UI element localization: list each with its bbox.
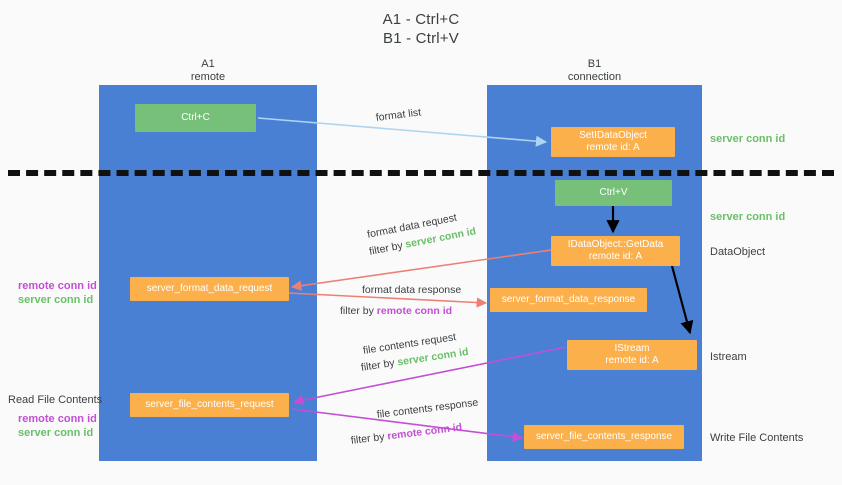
node-idataobject-getdata-sub: remote id: A [588,251,643,262]
column-a1-name: A1 [201,58,215,70]
column-header-b1: B1 connection [487,58,702,84]
column-header-a1: A1 remote [99,58,317,84]
filter-key-remote-conn-id: remote conn id [376,305,453,317]
side-note-remote-conn-id-2: remote conn id [18,412,97,426]
node-server-file-contents-response[interactable]: server_file_contents_response [524,425,684,449]
side-note-server-conn-id-mid-text: server conn id [710,211,786,223]
node-istream[interactable]: IStream remote id: A [567,340,697,370]
node-server-file-contents-request[interactable]: server_file_contents_request [130,393,289,417]
node-server-format-data-response[interactable]: server_format_data_response [490,288,647,312]
filter-prefix: filter by [340,305,377,317]
node-server-file-contents-response-label: server_file_contents_response [535,431,673,442]
side-note-write-file-contents: Write File Contents [710,432,804,444]
node-istream-sub: remote id: A [605,355,659,366]
title-line-1: A1 - Ctrl+C [382,11,460,28]
column-b1-name: B1 [587,58,602,70]
side-note-server-conn-id-mid: server conn id [710,210,785,224]
node-istream-label: IStream [614,343,650,354]
node-set-data-object-sub: remote id: A [586,142,640,153]
edge-label-file-contents-response-filter: filter by remote conn id [350,420,463,448]
node-server-format-data-response-label: server_format_data_response [501,294,636,305]
side-note-remote-conn-id-1: remote conn id [18,279,97,293]
section-divider [8,170,834,176]
node-ctrl-v[interactable]: Ctrl+V [555,180,672,206]
page-title: A1 - Ctrl+C B1 - Ctrl+V [0,10,842,48]
filter-prefix: filter by [368,238,407,258]
node-server-format-data-request-label: server_format_data_request [146,283,273,294]
node-server-format-data-request[interactable]: server_format_data_request [130,277,289,301]
edge-label-file-contents-response: file contents response [376,396,479,422]
column-b1-sub: connection [567,71,622,83]
node-set-data-object[interactable]: SetIDataObject remote id: A [551,127,675,157]
node-ctrl-c-label: Ctrl+C [181,112,210,123]
filter-key-remote-conn-id: remote conn id [386,421,463,443]
side-note-server-conn-id-2-text: server conn id [18,427,94,439]
side-note-server-conn-id-top-text: server conn id [710,133,786,145]
edge-label-format-list: format list [375,106,422,124]
side-note-server-conn-id-1: server conn id [18,293,93,307]
node-ctrl-v-label: Ctrl+V [599,187,628,198]
node-set-data-object-label: SetIDataObject [579,130,647,141]
node-idataobject-getdata[interactable]: IDataObject::GetData remote id: A [551,236,680,266]
side-note-remote-conn-id-1-text: remote conn id [18,280,97,292]
filter-prefix: filter by [350,430,389,447]
side-note-server-conn-id-2: server conn id [18,426,93,440]
node-idataobject-getdata-label: IDataObject::GetData [567,239,664,250]
side-note-server-conn-id-1-text: server conn id [18,294,94,306]
side-note-dataobject: DataObject [710,246,766,258]
side-note-remote-conn-id-2-text: remote conn id [18,413,97,425]
side-note-read-file-contents: Read File Contents [8,394,103,406]
edge-label-format-data-response-filter: filter by remote conn id [340,304,452,318]
filter-prefix: filter by [360,356,399,374]
title-line-2: B1 - Ctrl+V [383,30,459,47]
side-note-istream: Istream [710,351,747,363]
edge-label-format-data-response: format data response [362,284,462,296]
side-note-server-conn-id-top: server conn id [710,132,785,146]
column-a1-sub: remote [190,71,226,83]
node-ctrl-c[interactable]: Ctrl+C [135,104,256,132]
edge-label-file-contents-response-text: file contents response [376,396,479,421]
node-server-file-contents-request-label: server_file_contents_request [145,399,274,410]
